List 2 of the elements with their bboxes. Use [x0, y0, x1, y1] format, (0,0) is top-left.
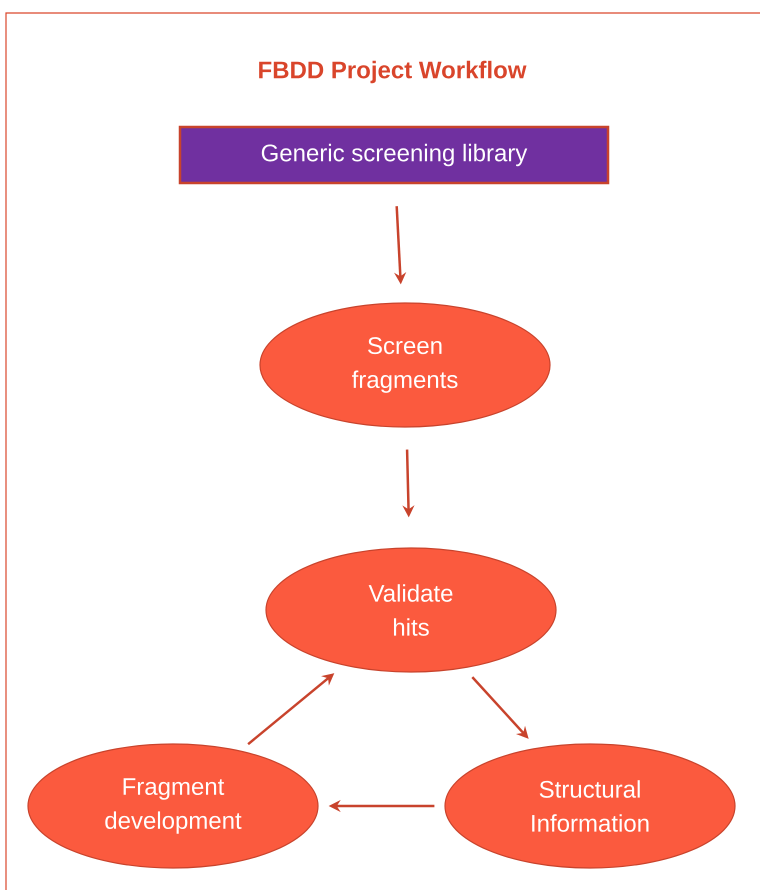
library-box: Generic screening library — [178, 126, 610, 184]
title: FBDD Project Workflow — [259, 60, 526, 84]
